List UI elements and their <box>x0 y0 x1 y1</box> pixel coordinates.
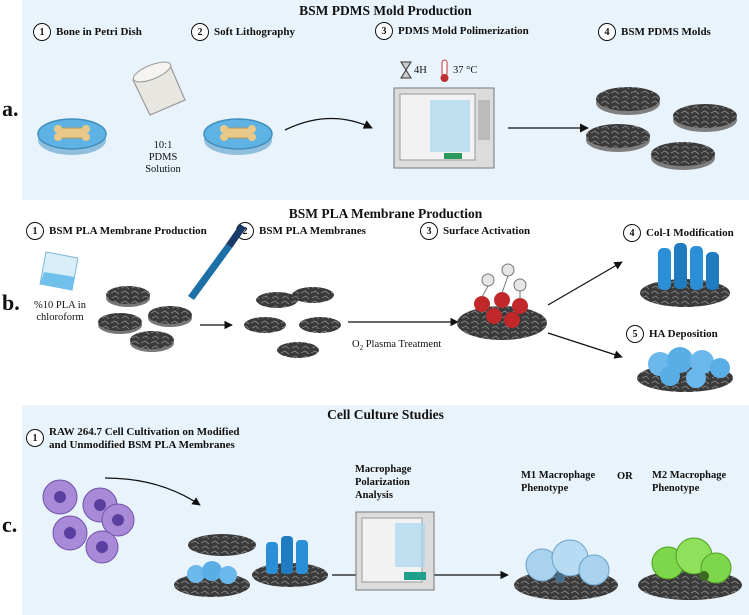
membranes-loose <box>244 287 341 358</box>
beaker-icon <box>39 251 79 291</box>
step-b5: 5 HA Deposition <box>626 325 718 343</box>
panel-a-letter: a. <box>2 96 19 121</box>
bone-icon <box>57 127 87 139</box>
pdms-solution-line2: Solution <box>145 164 181 175</box>
step-label: BSM PLA Membrane Production <box>49 225 207 237</box>
step-label: BSM PDMS Molds <box>621 26 711 38</box>
step-b4: 4 Col-I Modification <box>623 224 734 242</box>
pla-solution-line1: %10 PLA in <box>34 300 86 311</box>
step-b1: 1 BSM PLA Membrane Production <box>26 222 207 240</box>
membranes-stack <box>98 286 192 352</box>
arrow-b3 <box>547 261 623 306</box>
m1-line1: M1 Macrophage <box>521 470 596 481</box>
or-label: OR <box>617 471 633 482</box>
cure-time: 4H <box>414 65 427 76</box>
arrow-b4 <box>547 332 623 359</box>
panel-c-title: Cell Culture Studies <box>327 407 444 422</box>
pdms-ratio: 10:1 <box>153 140 173 151</box>
panel-a-title: BSM PDMS Mold Production <box>299 3 472 18</box>
step-number: 4 <box>598 23 616 41</box>
step-number: 1 <box>33 23 51 41</box>
step-a4: 4 BSM PDMS Molds <box>598 23 711 41</box>
pdms-molds <box>586 87 737 170</box>
step-number: 5 <box>626 325 644 343</box>
ha-membrane <box>637 347 733 392</box>
m2-line2: Phenotype <box>652 483 700 494</box>
pdms-cup-icon <box>132 61 186 116</box>
m2-membrane <box>638 537 742 600</box>
step-number: 1 <box>26 429 44 447</box>
plasma-sub: 2 <box>359 344 364 353</box>
thermometer-icon <box>440 59 449 82</box>
step-a2: 2 Soft Lithography <box>191 23 295 41</box>
pipette-icon <box>188 224 246 300</box>
step-label: Soft Lithography <box>214 26 295 38</box>
oven-icon <box>393 87 495 169</box>
step-label: HA Deposition <box>649 328 718 340</box>
hourglass-icon <box>400 61 412 79</box>
cure-temperature: 37 °C <box>453 65 478 76</box>
step-a3: 3 PDMS Mold Polimerization <box>375 22 529 40</box>
step-number: 3 <box>375 22 393 40</box>
panel-b-title: BSM PLA Membrane Production <box>288 206 483 221</box>
panel-c-letter: c. <box>2 512 18 537</box>
m2-line1: M2 Macrophage <box>652 470 727 481</box>
step-label: Col-I Modification <box>646 227 734 239</box>
step-label: Bone in Petri Dish <box>56 26 142 38</box>
collagen-membrane <box>640 243 730 307</box>
plasma-treatment-label: O2 Plasma Treatment <box>352 339 441 354</box>
raw-cells <box>42 479 135 564</box>
step-label: PDMS Mold Polimerization <box>398 25 529 37</box>
plasma-text: Plasma Treatment <box>363 339 442 350</box>
petri-dish-pdms <box>203 118 273 155</box>
step-number: 3 <box>420 222 438 240</box>
step-b3: 3 Surface Activation <box>420 222 530 240</box>
plasma-o: O <box>352 339 360 350</box>
arrow-a1 <box>284 117 373 131</box>
step-number: 1 <box>26 222 44 240</box>
analysis-line2: Polarization <box>355 477 410 488</box>
step-c1: 1 RAW 264.7 Cell Cultivation on Modified… <box>26 426 239 452</box>
step-label: BSM PLA Membranes <box>259 225 366 237</box>
step-label: Surface Activation <box>443 225 531 237</box>
m1-membrane <box>514 539 618 600</box>
culture-membranes <box>174 534 328 597</box>
incubator-icon <box>355 511 435 591</box>
arrow-c1 <box>104 477 201 506</box>
analysis-line1: Macrophage <box>355 464 412 475</box>
step-number: 4 <box>623 224 641 242</box>
analysis-line3: Analysis <box>355 490 393 501</box>
step-c1-line1: RAW 264.7 Cell Cultivation on Modified <box>49 426 240 438</box>
pla-solution-line2: chloroform <box>36 312 84 323</box>
pdms-solution-line1: PDMS <box>148 152 178 163</box>
m1-line2: Phenotype <box>521 483 569 494</box>
step-c1-line2: and Unmodified BSM PLA Membranes <box>49 439 235 451</box>
panel-b-letter: b. <box>2 290 20 315</box>
petri-dish-bone <box>37 118 107 155</box>
activated-membrane <box>457 263 547 340</box>
step-a1: 1 Bone in Petri Dish <box>33 23 142 41</box>
step-number: 2 <box>191 23 209 41</box>
